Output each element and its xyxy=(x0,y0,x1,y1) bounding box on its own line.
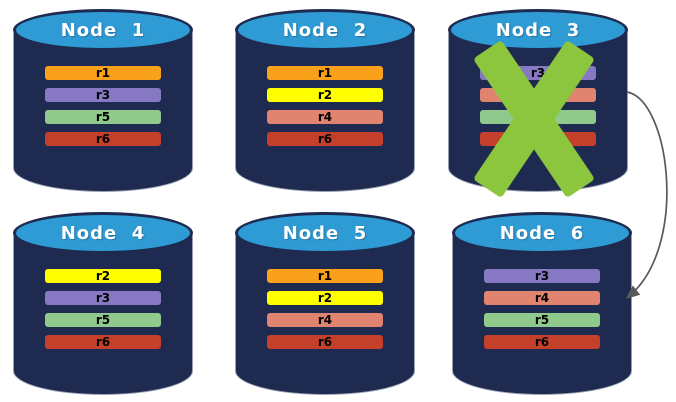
replica-bar: r4 xyxy=(267,313,383,327)
node-1: Node 1 r1 r3 r5 r6 xyxy=(13,9,193,192)
replica-label: r5 xyxy=(534,313,550,327)
replica-label: r3 xyxy=(95,291,111,305)
replica-bar: r5 xyxy=(45,110,161,124)
node-6-title: Node 6 xyxy=(499,222,585,244)
node-2: Node 2 r1 r2 r4 r6 xyxy=(235,9,415,192)
node-5-title: Node 5 xyxy=(282,222,368,244)
replica-bar: r6 xyxy=(45,335,161,349)
node-4-replica-list: r2 r3 r5 r6 xyxy=(45,269,161,349)
replica-bar: r5 xyxy=(45,313,161,327)
replica-bar: r6 xyxy=(484,335,600,349)
replica-label: r2 xyxy=(317,88,333,102)
node-1-title: Node 1 xyxy=(60,19,146,41)
replica-bar: r1 xyxy=(267,269,383,283)
replica-bar: r2 xyxy=(267,291,383,305)
replica-bar: r4 xyxy=(267,110,383,124)
node-5-cylinder-top: Node 5 xyxy=(235,212,415,254)
replica-bar: r2 xyxy=(45,269,161,283)
replica-label: r6 xyxy=(317,335,333,349)
replica-label: r1 xyxy=(317,66,333,80)
replica-bar: r1 xyxy=(45,66,161,80)
replica-bar: r3 xyxy=(484,269,600,283)
replica-bar: r2 xyxy=(267,88,383,102)
node-4-title: Node 4 xyxy=(60,222,146,244)
replica-bar: r4 xyxy=(484,291,600,305)
replica-label: r3 xyxy=(534,269,550,283)
replica-bar: r6 xyxy=(45,132,161,146)
failover-arrow-path xyxy=(625,91,668,299)
node-1-cylinder-top: Node 1 xyxy=(13,9,193,51)
replica-label: r4 xyxy=(534,291,550,305)
replica-bar: r3 xyxy=(45,291,161,305)
node-1-replica-list: r1 r3 r5 r6 xyxy=(45,66,161,146)
failure-x-mark xyxy=(472,39,596,198)
node-3-cylinder-top: Node 3 xyxy=(448,9,628,51)
node-3-title: Node 3 xyxy=(495,19,581,41)
replica-label: r5 xyxy=(95,110,111,124)
node-2-cylinder-top: Node 2 xyxy=(235,9,415,51)
node-6-replica-list: r3 r4 r5 r6 xyxy=(484,269,600,349)
replica-bar: r1 xyxy=(267,66,383,80)
replica-label: r6 xyxy=(95,335,111,349)
node-5: Node 5 r1 r2 r4 r6 xyxy=(235,212,415,395)
node-6-cylinder-top: Node 6 xyxy=(452,212,632,254)
node-2-title: Node 2 xyxy=(282,19,368,41)
node-6: Node 6 r3 r4 r5 r6 xyxy=(452,212,632,395)
replica-label: r6 xyxy=(534,335,550,349)
replica-bar: r6 xyxy=(267,132,383,146)
node-2-replica-list: r1 r2 r4 r6 xyxy=(267,66,383,146)
replica-label: r2 xyxy=(95,269,111,283)
replica-bar: r6 xyxy=(267,335,383,349)
replica-bar: r5 xyxy=(484,313,600,327)
replica-label: r1 xyxy=(95,66,111,80)
replica-bar: r3 xyxy=(45,88,161,102)
node-5-replica-list: r1 r2 r4 r6 xyxy=(267,269,383,349)
replica-label: r5 xyxy=(95,313,111,327)
node-4: Node 4 r2 r3 r5 r6 xyxy=(13,212,193,395)
replica-label: r6 xyxy=(95,132,111,146)
replica-label: r4 xyxy=(317,110,333,124)
replica-label: r1 xyxy=(317,269,333,283)
replica-label: r2 xyxy=(317,291,333,305)
replica-label: r6 xyxy=(317,132,333,146)
node-4-cylinder-top: Node 4 xyxy=(13,212,193,254)
replica-label: r4 xyxy=(317,313,333,327)
replica-label: r3 xyxy=(95,88,111,102)
